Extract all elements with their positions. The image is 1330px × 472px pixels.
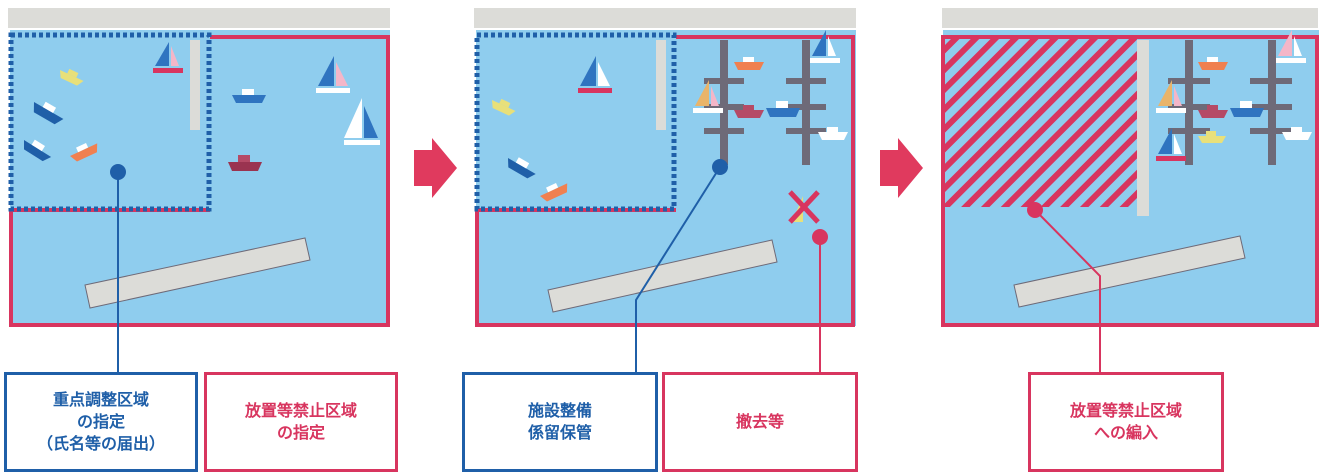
motorboat-icon xyxy=(60,68,84,86)
prohibited-zone-outline xyxy=(9,35,390,327)
breakwater xyxy=(1013,235,1246,308)
sailboat-icon xyxy=(344,98,380,145)
priority-zone-outline xyxy=(474,32,677,212)
quay-wall xyxy=(190,40,200,130)
land-strip xyxy=(942,8,1318,28)
motorboat-icon xyxy=(766,101,800,117)
land-strip xyxy=(8,8,390,28)
motorboat-icon xyxy=(492,98,516,116)
breakwater xyxy=(547,239,778,313)
quay-wall xyxy=(1137,40,1149,216)
motorboat-icon xyxy=(1198,105,1228,118)
label-incorporate: 放置等禁止区域 への編入 xyxy=(1028,372,1224,472)
pier-icon xyxy=(704,40,744,165)
leader-line xyxy=(635,166,721,373)
panel-3 xyxy=(941,8,1319,373)
motorboat-icon xyxy=(33,101,64,125)
motorboat-icon xyxy=(1282,127,1312,140)
sailboat-icon xyxy=(1156,128,1186,161)
land-strip xyxy=(474,8,856,28)
step-arrow-icon xyxy=(880,138,923,198)
motorboat-icon xyxy=(232,89,266,103)
motorboat-icon xyxy=(24,139,52,162)
prohibited-zone-outline xyxy=(941,35,1319,327)
sailboat-icon xyxy=(1156,80,1186,113)
panel-1 xyxy=(8,8,390,373)
sailboat-icon xyxy=(578,56,612,93)
quay-wall xyxy=(656,40,666,130)
step-arrow-icon xyxy=(414,138,457,198)
label-no-mooring-zone: 放置等禁止区域 の指定 xyxy=(204,372,398,472)
pier-icon xyxy=(1250,40,1292,165)
hatched-incorporated-area xyxy=(943,37,1137,207)
sailboat-icon xyxy=(693,80,723,113)
removal-x-icon xyxy=(788,190,820,224)
panel-2 xyxy=(474,8,856,373)
motorboat-icon xyxy=(70,143,98,162)
motorboat-icon xyxy=(540,183,568,202)
motorboat-icon xyxy=(1198,57,1228,70)
breakwater xyxy=(84,237,311,309)
motorboat-icon xyxy=(734,57,764,70)
motorboat-icon xyxy=(1198,131,1226,143)
sailboat-icon xyxy=(810,30,840,63)
motorboat-icon xyxy=(734,105,764,118)
label-removal: 撤去等 xyxy=(662,372,858,472)
label-priority-zone: 重点調整区域 の指定 （氏名等の届出） xyxy=(4,372,198,472)
pier-icon xyxy=(1168,40,1210,165)
leader-line xyxy=(1034,209,1101,373)
motorboat-icon xyxy=(228,155,262,171)
priority-zone-outline xyxy=(8,32,212,212)
label-facility-storage: 施設整備 係留保管 xyxy=(462,372,658,472)
pier-icon xyxy=(786,40,826,165)
motorboat-icon xyxy=(508,157,536,179)
sailboat-icon xyxy=(316,56,350,93)
sailboat-icon xyxy=(153,42,183,73)
motorboat-icon xyxy=(818,127,848,140)
motorboat-icon xyxy=(1230,101,1264,117)
sailboat-icon xyxy=(1276,30,1306,63)
